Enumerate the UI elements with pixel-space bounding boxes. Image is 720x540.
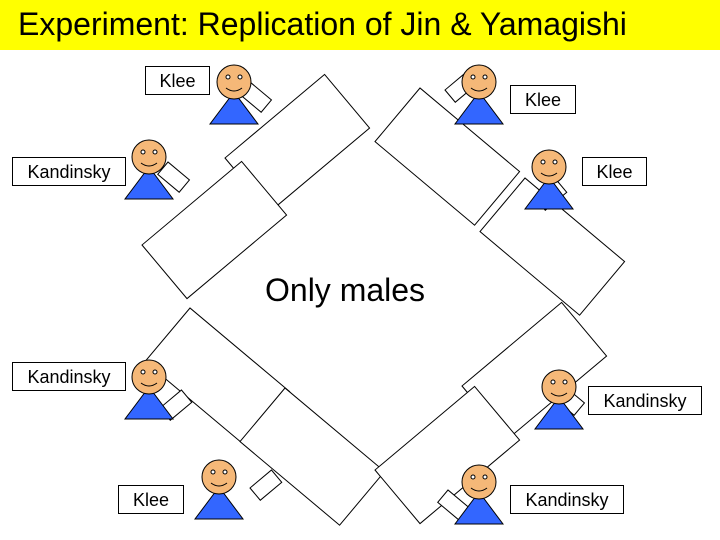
participant-label-left-upper: Kandinsky: [12, 157, 126, 186]
person-head: [532, 150, 566, 184]
person-eye: [211, 470, 215, 474]
person-eye: [541, 160, 545, 164]
person-eye: [153, 370, 157, 374]
center-label: Only males: [265, 272, 425, 309]
participant-label-top-right: Klee: [510, 85, 576, 114]
person-eye: [153, 150, 157, 154]
participant-label-top-left: Klee: [145, 66, 210, 95]
participant-label-right-lower: Kandinsky: [588, 386, 702, 415]
desk: [375, 88, 520, 225]
person-eye: [238, 75, 242, 79]
person-eye: [223, 470, 227, 474]
person-eye: [141, 150, 145, 154]
person-eye: [141, 370, 145, 374]
chair: [250, 470, 282, 500]
person-head: [462, 65, 496, 99]
person-head: [462, 465, 496, 499]
person-eye: [563, 380, 567, 384]
person-head: [202, 460, 236, 494]
person-head: [132, 140, 166, 174]
participant-label-bottom-right: Kandinsky: [510, 485, 624, 514]
person-head: [542, 370, 576, 404]
person-bottom-left: [195, 460, 243, 519]
person-head: [217, 65, 251, 99]
person-eye: [483, 475, 487, 479]
participant-label-right-upper: Klee: [582, 157, 647, 186]
participant-label-bottom-left: Klee: [118, 485, 184, 514]
person-eye: [483, 75, 487, 79]
person-eye: [226, 75, 230, 79]
person-eye: [551, 380, 555, 384]
person-eye: [471, 475, 475, 479]
person-eye: [471, 75, 475, 79]
person-right-upper: [525, 150, 573, 209]
participant-label-left-lower: Kandinsky: [12, 362, 126, 391]
person-head: [132, 360, 166, 394]
person-eye: [553, 160, 557, 164]
